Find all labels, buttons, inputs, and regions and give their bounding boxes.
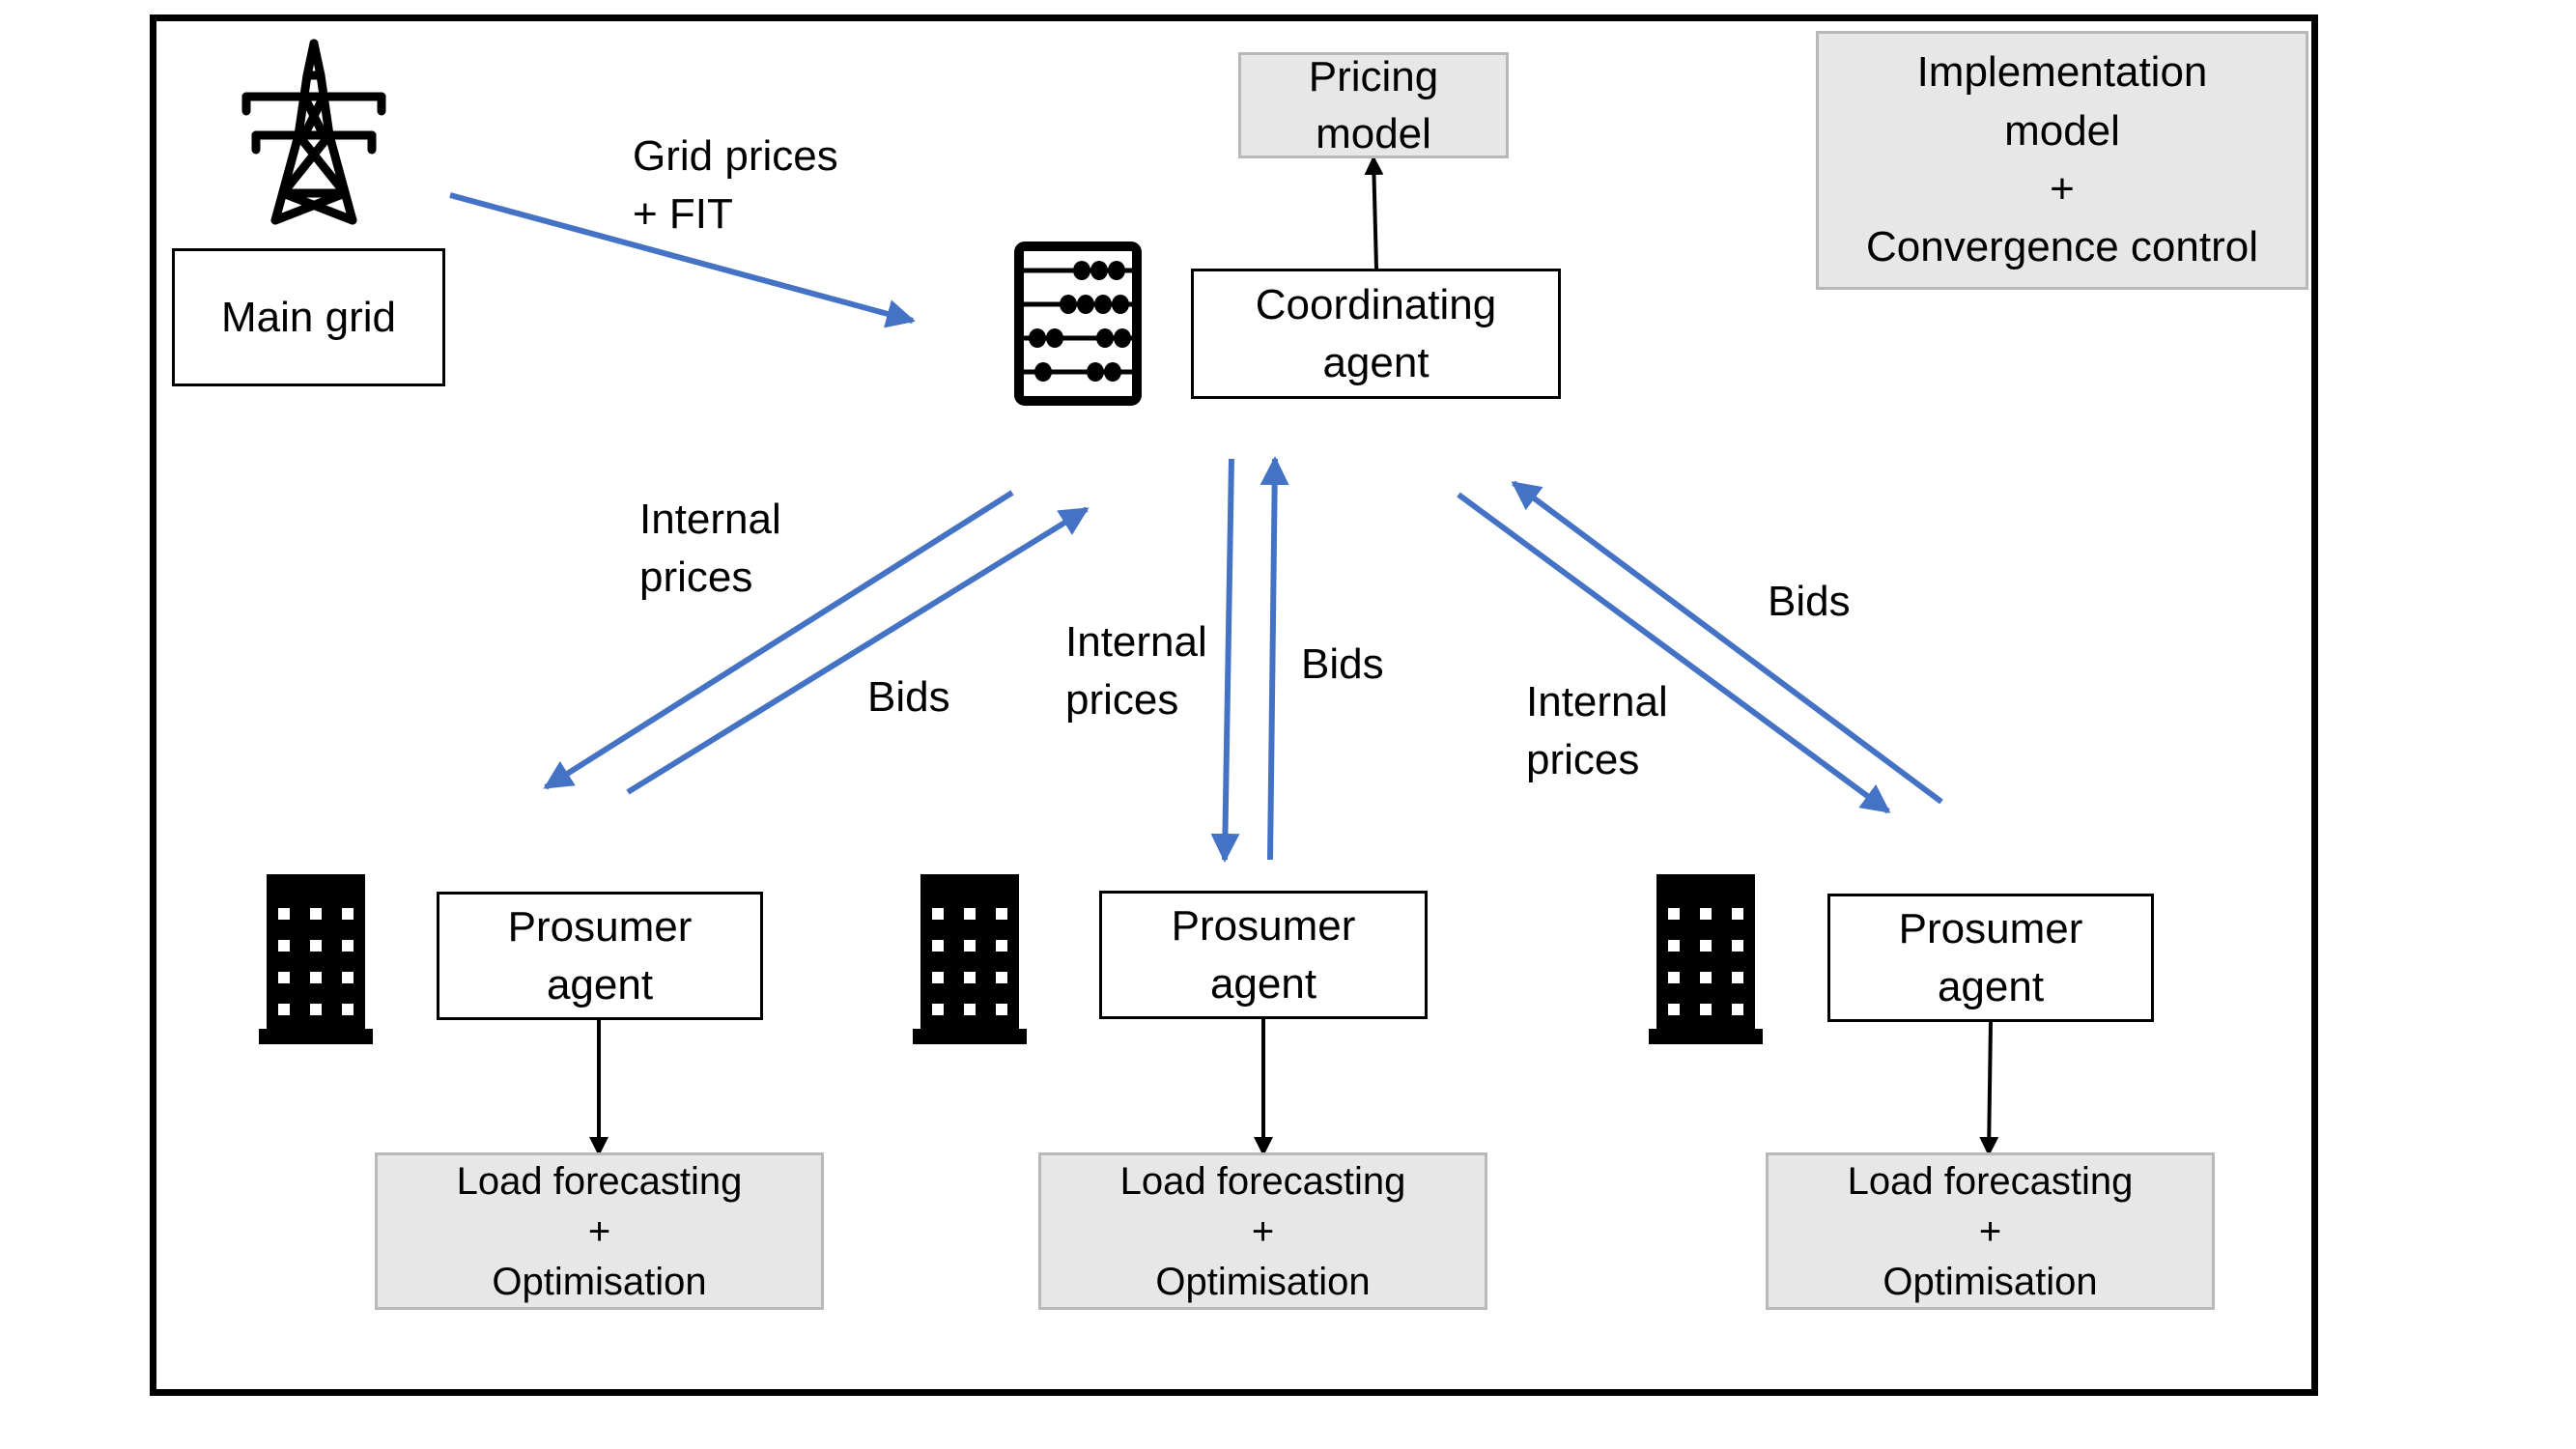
internal-prices-right-label: Internal prices	[1526, 678, 1668, 784]
forecast-label-line-3: Optimisation	[1155, 1260, 1371, 1303]
forecast-box-3: Load forecasting + Optimisation	[1766, 1152, 2215, 1310]
pricing-model-label-line-2: model	[1316, 110, 1431, 157]
forecast-box-2: Load forecasting + Optimisation	[1038, 1152, 1487, 1310]
coordinating-agent-label-line-2: agent	[1322, 338, 1430, 386]
implementation-model-label-line-4: Convergence control	[1865, 223, 2258, 271]
prosumer-agent-label-line-1: Prosumer	[1898, 905, 2083, 953]
bids-right-arrow	[1511, 480, 1943, 805]
forecast-label-line-1: Load forecasting	[1119, 1159, 1406, 1203]
transmission-tower-icon	[241, 39, 386, 225]
implementation-model-box: Implementation model + Convergence contr…	[1816, 31, 2308, 290]
main-grid-box: Main grid	[172, 248, 445, 386]
grid-prices-label: Grid prices + FIT	[633, 132, 838, 239]
building-icon	[913, 874, 1027, 1044]
prosumer-agent-box-1: Prosumer agent	[437, 892, 763, 1020]
prosumer-agent-label-line-2: agent	[546, 960, 654, 1009]
bids-left-label: Bids	[867, 673, 950, 721]
grid-prices-arrow	[449, 192, 916, 328]
forecast-label-line-2: +	[587, 1209, 611, 1253]
internal-prices-center-arrow	[1210, 458, 1240, 863]
bids-center-label: Bids	[1301, 640, 1384, 688]
internal-prices-left-arrow	[543, 490, 1014, 790]
prosumer-agent-box-3: Prosumer agent	[1827, 894, 2154, 1022]
forecast-label-line-3: Optimisation	[492, 1260, 707, 1303]
prosumer-agent-box-2: Prosumer agent	[1099, 891, 1428, 1019]
prosumer-agent-label-line-2: agent	[1937, 962, 2045, 1010]
forecast-label-line-1: Load forecasting	[1847, 1159, 2134, 1203]
implementation-model-label-line-1: Implementation	[1916, 48, 2208, 97]
implementation-model-label-line-2: model	[2004, 106, 2120, 155]
building-icon	[1649, 874, 1763, 1044]
prosumer-agent-label-line-2: agent	[1209, 959, 1317, 1008]
main-grid-label: Main grid	[221, 293, 396, 341]
bids-right-label: Bids	[1768, 578, 1851, 625]
internal-prices-left-label: Internal prices	[639, 496, 781, 602]
coordinating-agent-box: Coordinating agent	[1191, 269, 1561, 399]
forecast-label-line-1: Load forecasting	[456, 1159, 743, 1203]
prosumer-agent-label-line-1: Prosumer	[507, 903, 693, 952]
bids-left-arrow	[626, 506, 1090, 795]
forecast-label-line-3: Optimisation	[1882, 1260, 2098, 1303]
coordinator-to-pricing-arrow	[1364, 156, 1384, 270]
bids-center-arrow	[1260, 456, 1289, 861]
pricing-model-label-line-1: Pricing	[1308, 52, 1439, 100]
prosumer-3-to-forecast-arrow	[1979, 1021, 1999, 1156]
building-icon	[259, 874, 373, 1044]
prosumer-agent-label-line-1: Prosumer	[1171, 902, 1356, 951]
forecast-box-1: Load forecasting + Optimisation	[375, 1152, 824, 1310]
coordinating-agent-label-line-1: Coordinating	[1255, 281, 1497, 329]
internal-prices-right-arrow	[1457, 492, 1891, 814]
forecast-label-line-2: +	[1251, 1209, 1275, 1253]
implementation-model-label-line-3: +	[2050, 165, 2075, 213]
forecast-label-line-2: +	[1978, 1209, 2002, 1253]
pricing-model-box: Pricing model	[1238, 52, 1509, 158]
diagram-frame	[150, 14, 2318, 1396]
abacus-icon	[1014, 242, 1142, 406]
internal-prices-center-label: Internal prices	[1065, 618, 1207, 724]
